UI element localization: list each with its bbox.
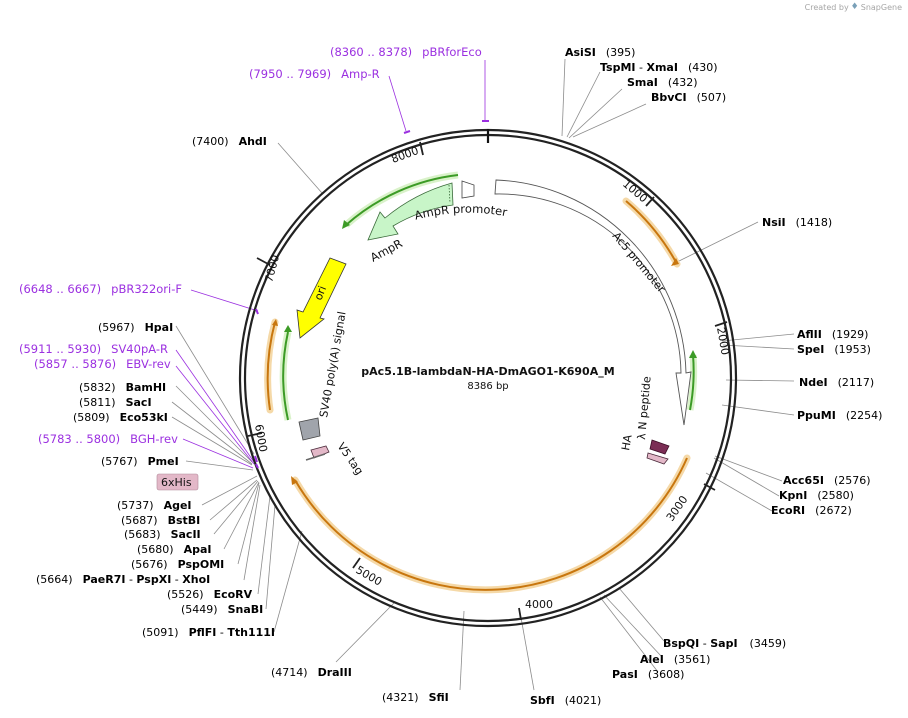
svg-text:(8360 .. 8378)pBRforEco: (8360 .. 8378)pBRforEco [330, 45, 482, 59]
svg-text:(5676)PspOMI: (5676)PspOMI [131, 558, 224, 571]
tick-label-6000: 6000 [252, 423, 270, 453]
svg-text:(5526)EcoRV: (5526)EcoRV [167, 588, 253, 601]
tick-label-2000: 2000 [714, 326, 732, 356]
svg-text:(5911 .. 5930)SV40pA-R: (5911 .. 5930)SV40pA-R [19, 342, 168, 356]
top-enzyme-labels: AsiSI(395) TspMI - XmaI(430) SmaI(432) B… [565, 46, 726, 104]
svg-text:(4714)DraIII: (4714)DraIII [271, 666, 352, 679]
svg-text:(5832)BamHI: (5832)BamHI [79, 381, 166, 394]
feature-labels: AmpR promoter AmpR Ac5 promoter ori SV40… [312, 202, 668, 478]
svg-text:AflII(1929): AflII(1929) [797, 328, 868, 341]
svg-text:EcoRI(2672): EcoRI(2672) [771, 504, 852, 517]
enzyme-label: AsiSI(395) [565, 46, 635, 59]
svg-text:PasI(3608): PasI(3608) [612, 668, 684, 681]
ac5-promoter-feature[interactable] [494, 179, 692, 426]
svg-text:PpuMI(2254): PpuMI(2254) [797, 409, 882, 422]
ampr-feature[interactable] [367, 182, 454, 241]
svg-text:Acc65I(2576): Acc65I(2576) [783, 474, 871, 487]
svg-text:(5767)PmeI: (5767)PmeI [101, 455, 179, 468]
enzyme-label: SmaI(432) [627, 76, 698, 89]
his-tag-label[interactable]: 6xHis [156, 473, 199, 491]
svg-text:NsiI(1418): NsiI(1418) [762, 216, 832, 229]
orange-features [264, 197, 691, 594]
sv40-polya-feature[interactable] [298, 417, 321, 441]
svg-text:(5687)BstBI: (5687)BstBI [121, 514, 200, 527]
svg-text:(5811)SacI: (5811)SacI [79, 396, 152, 409]
scale-ticks [247, 141, 728, 621]
green-features [279, 171, 698, 421]
ampr-promoter-feature[interactable] [461, 180, 475, 199]
credit-brand: SnapGene [860, 2, 902, 12]
tick-label-4000: 4000 [525, 598, 553, 611]
svg-text:(5680)ApaI: (5680)ApaI [137, 543, 211, 556]
svg-text:SpeI(1953): SpeI(1953) [797, 343, 871, 356]
lambdan-feature[interactable] [649, 439, 670, 455]
bottom-enzyme-labels: BspQI - SapI(3459) AleI(3561) PasI(3608)… [271, 637, 786, 707]
svg-text:(5683)SacII: (5683)SacII [124, 528, 201, 541]
ori-feature[interactable] [296, 257, 347, 339]
svg-text:(4321)SfiI: (4321)SfiI [382, 691, 449, 704]
svg-text:NdeI(2117): NdeI(2117) [799, 376, 874, 389]
svg-text:SbfI(4021): SbfI(4021) [530, 694, 601, 707]
svg-text:(7400)AhdI: (7400)AhdI [192, 135, 267, 148]
plasmid-name: pAc5.1B-lambdaN-HA-DmAGO1-K690A_M [361, 365, 614, 378]
left-enzyme-labels: (7400)AhdI (5967)HpaI (5832)BamHI (5811)… [36, 135, 275, 639]
svg-text:(5737)AgeI: (5737)AgeI [117, 499, 192, 512]
svg-text:AleI(3561): AleI(3561) [640, 653, 710, 666]
ha-feature[interactable] [646, 452, 669, 465]
enzyme-label: BbvCI(507) [651, 91, 726, 104]
svg-text:(5091)PflFI - Tth111I: (5091)PflFI - Tth111I [142, 626, 275, 639]
ori-label: ori [312, 284, 329, 302]
enzyme-label: TspMI - XmaI(430) [600, 61, 718, 74]
tick-labels: 1000 2000 3000 4000 5000 6000 7000 8000 [252, 144, 732, 611]
connector-lines [171, 58, 795, 691]
snapgene-logo-icon: ♦ [850, 2, 859, 12]
tick-label-5000: 5000 [354, 563, 385, 588]
svg-text:(5967)HpaI: (5967)HpaI [98, 321, 173, 334]
svg-text:KpnI(2580): KpnI(2580) [779, 489, 854, 502]
svg-text:(5809)Eco53kI: (5809)Eco53kI [73, 411, 168, 424]
svg-text:(6648 .. 6667)pBR322ori-F: (6648 .. 6667)pBR322ori-F [19, 282, 182, 296]
svg-text:(7950 .. 7969)Amp-R: (7950 .. 7969)Amp-R [249, 67, 380, 81]
right-enzyme-labels: NsiI(1418) AflII(1929) SpeI(1953) NdeI(2… [762, 216, 882, 517]
svg-text:BspQI - SapI(3459): BspQI - SapI(3459) [663, 637, 786, 650]
v5-tag-label: V5 tag [335, 440, 366, 477]
snapgene-credit: Created by ♦ SnapGene [805, 2, 902, 12]
tick-label-7000: 7000 [262, 253, 282, 283]
svg-text:(5449)SnaBI: (5449)SnaBI [181, 603, 263, 616]
svg-text:(5664)PaeR7I - PspXI - XhoI: (5664)PaeR7I - PspXI - XhoI [36, 573, 210, 586]
credit-prefix: Created by [804, 2, 849, 12]
svg-text:6xHis: 6xHis [161, 476, 192, 489]
v5-tag-feature[interactable] [310, 445, 330, 459]
primer-markers [254, 120, 489, 469]
primer-connectors [175, 60, 486, 469]
svg-text:(5783 .. 5800)BGH-rev: (5783 .. 5800)BGH-rev [38, 432, 178, 446]
ha-label: HA [619, 433, 635, 451]
primer-labels: (8360 .. 8378)pBRforEco (7950 .. 7969)Am… [19, 45, 482, 446]
svg-text:(5857 .. 5876)EBV-rev: (5857 .. 5876)EBV-rev [34, 357, 171, 371]
plasmid-length: 8386 bp [467, 381, 508, 392]
sv40-polya-label: SV40 poly(A) signal [317, 310, 348, 418]
lambdan-label: λ N peptide [635, 376, 654, 441]
ampr-label: AmpR [368, 236, 405, 264]
